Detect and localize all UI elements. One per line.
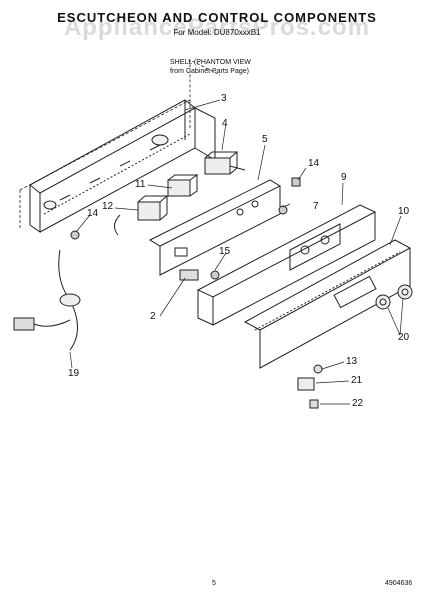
callout-20: 20	[398, 332, 410, 343]
callout-5: 5	[262, 134, 268, 145]
page-title: ESCUTCHEON AND CONTROL COMPONENTS	[57, 10, 377, 25]
switch-11	[167, 174, 199, 197]
connector	[179, 269, 199, 281]
watermark: AppliancePartsPros.com	[63, 14, 371, 41]
shell-note: SHELL (PHANTOM VIEW from Cabinet Parts P…	[170, 58, 251, 76]
knob-right	[397, 284, 413, 300]
document-code: 4904636	[385, 580, 413, 587]
callout-13: 13	[346, 356, 358, 367]
wire-harness	[13, 249, 81, 351]
callout-19: 19	[68, 368, 80, 379]
callout-4: 4	[222, 118, 228, 129]
callout-10: 10	[398, 206, 410, 217]
callout-3: 3	[221, 93, 227, 104]
screw-14-left	[70, 230, 80, 240]
escutcheon	[196, 204, 377, 326]
shell-note-line-1: SHELL (PHANTOM VIEW	[170, 59, 251, 66]
shell-note-line-2: from Cabinet Parts Page)	[170, 68, 249, 75]
screw-15	[210, 270, 220, 280]
part-22	[309, 399, 319, 409]
part-21	[297, 377, 315, 391]
callout-9: 9	[341, 172, 347, 183]
switch-12	[114, 195, 169, 236]
shell-phantom	[19, 59, 221, 230]
callout-14-right: 14	[308, 158, 320, 169]
part-13	[313, 364, 323, 374]
callout-14-left: 14	[87, 208, 99, 219]
callout-21: 21	[351, 375, 363, 386]
control-panel-frame	[29, 99, 216, 233]
callout-2: 2	[150, 311, 156, 322]
control-bracket	[148, 179, 282, 276]
callout-15: 15	[219, 246, 231, 257]
callout-12: 12	[102, 201, 114, 212]
overlay	[243, 239, 412, 369]
model-line: For Model: DU870xxxB1	[173, 28, 261, 37]
callout-11: 11	[135, 179, 146, 190]
leader-lines	[69, 99, 404, 405]
screw-7	[278, 205, 288, 215]
callout-22: 22	[352, 398, 364, 409]
selector-switch	[204, 151, 246, 175]
callout-7: 7	[313, 201, 319, 212]
page-number: 5	[212, 580, 216, 587]
knob-left	[375, 294, 391, 310]
